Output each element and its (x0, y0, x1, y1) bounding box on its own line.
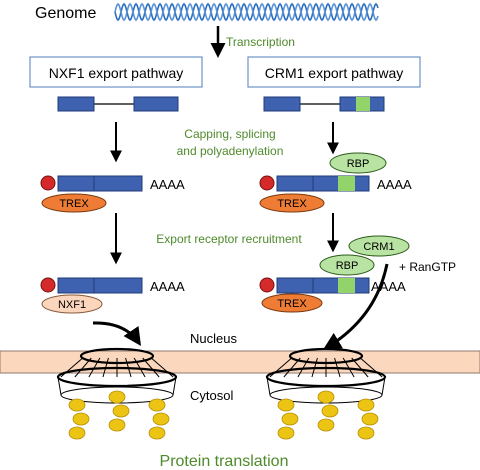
ribosome (281, 412, 299, 426)
nxf1-export-arrow (92, 321, 141, 346)
ribosome (152, 412, 170, 426)
crm1-label: CRM1 (363, 241, 394, 253)
exon (93, 277, 143, 294)
nxf1-pathway-title: NXF1 export pathway (49, 65, 184, 81)
ribosome (357, 426, 375, 440)
ribosome (108, 418, 126, 432)
poly-a-tail: AAAA (150, 177, 185, 192)
nucleus-label: Nucleus (190, 331, 237, 346)
crm1-pathway-box (247, 56, 421, 88)
ribosome (68, 426, 86, 440)
crm1-pathway-title: CRM1 export pathway (265, 65, 404, 81)
export-recruitment-label: Export receptor recruitment (156, 232, 302, 246)
crm1-signal-region (356, 97, 370, 111)
exon (263, 96, 301, 112)
poly-a-tail: AAAA (150, 279, 185, 294)
exon (57, 96, 95, 112)
genome-label: Genome (35, 5, 96, 22)
nxf1-export-mrnp (40, 277, 143, 294)
transcription-label: Transcription (226, 35, 295, 49)
pore-central-ring (56, 366, 178, 388)
processing-label-line2: and polyadenylation (177, 144, 284, 158)
ribosome (68, 398, 86, 412)
nxf1-pathway-box (29, 56, 203, 88)
poly-a-tail: AAAA (371, 279, 406, 294)
crm1-export-arrow (322, 263, 389, 350)
nxf1-receptor (41, 294, 103, 314)
exon (57, 175, 95, 192)
ribosome (72, 412, 90, 426)
nxf1-mature-mrna (40, 175, 143, 192)
trex-label: TREX (277, 198, 307, 210)
rbp-label: RBP (347, 158, 370, 170)
ribosome (317, 390, 335, 404)
trex-complex (41, 193, 107, 213)
trex-label: TREX (59, 198, 89, 210)
ribosome (277, 426, 295, 440)
crm1-signal-region (338, 176, 355, 191)
rbp-protein (319, 254, 375, 276)
protein-translation-label: Protein translation (160, 453, 289, 470)
processing-label-line1: Capping, splicing (184, 127, 275, 141)
crm1-signal-region (338, 278, 355, 293)
pore-top-ring (79, 347, 155, 365)
crm1-export-mrnp (259, 277, 370, 294)
exon (93, 175, 143, 192)
rbp-protein (329, 152, 387, 174)
poly-a-tail: AAAA (377, 177, 412, 192)
ribosome (112, 404, 130, 418)
genome-double-helix (114, 2, 379, 22)
crm1-receptor (348, 235, 410, 257)
ribosome (361, 412, 379, 426)
ribosome (148, 398, 166, 412)
trex-complex (261, 293, 323, 313)
ribosome (148, 426, 166, 440)
cap (259, 175, 275, 191)
crm1-mature-mrna (259, 175, 370, 192)
exon (57, 277, 95, 294)
exon (276, 277, 314, 294)
rbp-label: RBP (336, 260, 359, 272)
cap (40, 277, 56, 293)
trex-label: TREX (277, 298, 307, 310)
crm1-pre-mrna (263, 96, 385, 112)
ribosome (321, 404, 339, 418)
pore-top-ring (288, 347, 364, 365)
cytosol-label: Cytosol (190, 388, 233, 403)
ribosome (108, 390, 126, 404)
ribosome (277, 398, 295, 412)
nxf1-pre-mrna (57, 96, 179, 112)
pore-central-ring (265, 366, 387, 388)
nxf1-label: NXF1 (58, 299, 86, 311)
exon (133, 96, 179, 112)
nuclear-envelope (0, 350, 480, 374)
trex-complex (259, 193, 325, 213)
ribosome (357, 398, 375, 412)
exon (276, 175, 314, 192)
cap (40, 175, 56, 191)
cap (259, 277, 275, 293)
nuclear-pore-complex-right (265, 347, 387, 440)
nuclear-pore-complex-left (56, 347, 178, 440)
ran-gtp-label: + RanGTP (399, 260, 456, 274)
ribosome (317, 418, 335, 432)
